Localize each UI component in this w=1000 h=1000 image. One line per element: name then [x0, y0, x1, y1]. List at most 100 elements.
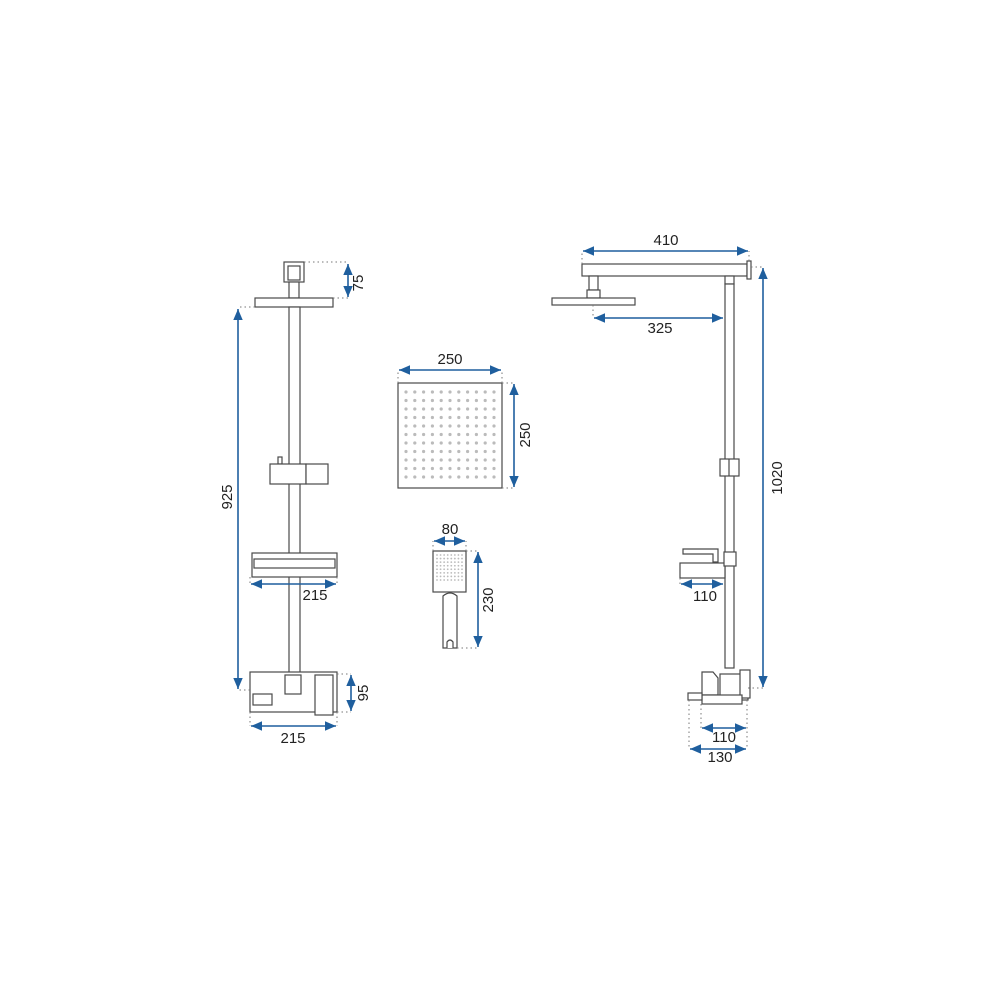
nozzle-dot: [430, 475, 434, 479]
nozzle-dot: [474, 458, 478, 462]
nozzle-dot: [492, 390, 496, 394]
nozzle-dot: [446, 554, 449, 556]
nozzle-dot: [457, 557, 460, 560]
nozzle-dot: [422, 466, 426, 471]
shower-arm: [581, 263, 748, 277]
nozzle-dot: [457, 441, 461, 445]
nozzle-dot: [446, 561, 449, 564]
dim-shelf-depth: 110: [693, 588, 717, 605]
nozzle-dot: [492, 449, 496, 454]
shelf-clamp: [723, 551, 737, 567]
nozzle-dot: [457, 424, 461, 428]
rain-head-plate: [551, 297, 636, 306]
mixer-spout: [252, 693, 273, 706]
nozzle-dot: [413, 449, 417, 454]
hand-shower-handle: [442, 592, 458, 649]
nozzle-dot: [446, 571, 449, 574]
nozzle-dot: [436, 579, 438, 581]
nozzle-dot: [439, 475, 443, 479]
nozzle-dot: [448, 475, 452, 479]
mixer-wall-plate: [739, 669, 751, 699]
nozzle-dot: [453, 579, 456, 581]
hand-shower-head: [432, 550, 467, 593]
hand-shower-connector: [446, 639, 454, 648]
nozzle-dot: [448, 424, 452, 428]
mixer-spout-base: [701, 694, 743, 705]
rain-head-plate: [254, 297, 334, 308]
nozzle-dot: [430, 398, 434, 403]
nozzle-dot: [492, 407, 496, 411]
nozzle-dot: [457, 554, 460, 556]
nozzle-dot: [453, 575, 456, 578]
nozzle-dot: [457, 561, 460, 564]
nozzle-dot: [443, 557, 446, 560]
dim-rain-height: 250: [517, 422, 534, 447]
arm-end-cap: [746, 260, 752, 280]
nozzle-dot: [430, 458, 434, 462]
nozzle-dot: [448, 407, 452, 411]
nozzle-dot: [413, 466, 417, 471]
nozzle-dot: [474, 432, 478, 437]
nozzle-dot: [461, 554, 463, 556]
nozzle-dot: [461, 579, 463, 581]
nozzle-dot: [461, 568, 463, 571]
nozzle-dot: [439, 561, 442, 564]
nozzle-dot: [439, 575, 442, 578]
nozzle-dot: [413, 458, 417, 462]
nozzle-dot: [448, 390, 452, 394]
nozzle-dot: [439, 571, 442, 574]
nozzle-dot: [443, 571, 446, 574]
nozzle-dot: [446, 564, 449, 567]
nozzle-dot: [466, 415, 470, 420]
nozzle-dot: [453, 571, 456, 574]
mixer-center-block: [284, 674, 302, 695]
nozzle-dot: [453, 564, 456, 567]
dim-column-height: 925: [219, 484, 236, 509]
nozzle-dot: [413, 424, 417, 428]
nozzle-dot: [483, 458, 487, 462]
nozzle-dot: [492, 398, 496, 403]
nozzle-dot: [461, 571, 463, 574]
nozzle-dot: [466, 441, 470, 445]
dim-mixer-height: 95: [355, 685, 372, 702]
dim-head-offset: 325: [647, 320, 672, 337]
nozzle-dot: [404, 458, 408, 462]
nozzle-dot: [422, 449, 426, 454]
nozzle-dot: [436, 554, 438, 556]
nozzle-dot: [492, 475, 496, 479]
dim-shelf-width: 215: [302, 587, 327, 604]
nozzle-dot: [457, 390, 461, 394]
nozzle-dot: [436, 561, 438, 564]
nozzle-dot: [446, 568, 449, 571]
nozzle-dot: [483, 441, 487, 445]
nozzle-dot: [466, 466, 470, 471]
nozzle-dot: [457, 398, 461, 403]
nozzle-dot: [466, 407, 470, 411]
mixer-spout: [687, 692, 703, 701]
pipe-cap: [724, 275, 735, 285]
nozzle-dot: [422, 424, 426, 428]
nozzle-dot: [450, 557, 453, 560]
nozzle-dot: [413, 407, 417, 411]
nozzle-dot: [439, 441, 443, 445]
nozzle-dot: [413, 398, 417, 403]
nozzle-dot: [483, 475, 487, 479]
nozzle-dot: [413, 432, 417, 437]
nozzle-dot: [436, 557, 438, 560]
nozzle-dot: [439, 564, 442, 567]
nozzle-dot: [436, 568, 438, 571]
nozzle-dot: [439, 424, 443, 428]
nozzle-dot: [492, 441, 496, 445]
nozzle-dot: [466, 449, 470, 454]
nozzle-dot: [483, 415, 487, 420]
nozzle-dot: [413, 441, 417, 445]
nozzle-dot: [422, 441, 426, 445]
nozzle-dot: [483, 466, 487, 471]
nozzle-dot: [457, 415, 461, 420]
nozzle-dot: [457, 575, 460, 578]
nozzle-dot: [448, 449, 452, 454]
dim-arm-length: 410: [653, 232, 678, 249]
nozzle-dot: [422, 458, 426, 462]
nozzle-dot: [443, 575, 446, 578]
